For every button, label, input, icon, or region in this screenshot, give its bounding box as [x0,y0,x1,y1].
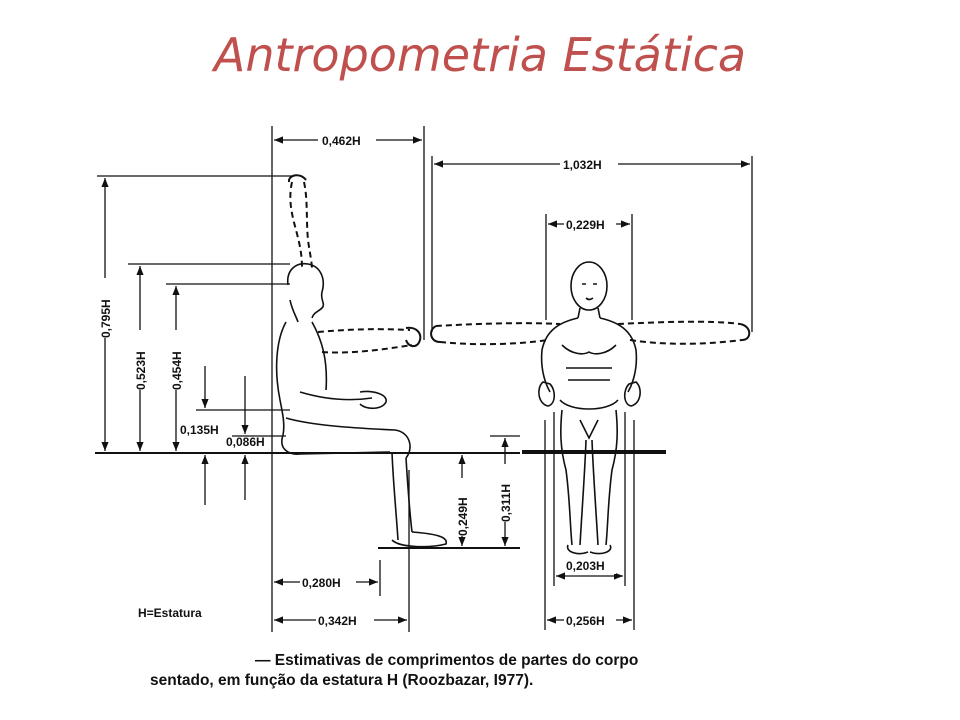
slide-title: Antropometria Estática [213,28,747,82]
dimension-labels: 0,462H 1,032H 0,229H 0,795H 0,523H 0,454… [98,132,618,628]
label-0523: 0,523H [134,351,148,390]
label-1032: 1,032H [563,158,602,172]
dimension-lines [97,126,753,632]
label-0462: 0,462H [322,134,361,148]
label-0086: 0,086H [226,435,265,449]
front-view-figure [430,261,751,555]
label-0249: 0,249H [456,497,470,536]
figure-caption: — Estimativas de comprimentos de partes … [150,651,770,691]
caption-line-1: — Estimativas de comprimentos de partes … [255,652,639,669]
label-0203: 0,203H [566,559,605,573]
caption-line-2: sentado, em função da estatura H (Roozba… [150,672,534,689]
label-0311: 0,311H [499,484,513,522]
label-0135: 0,135H [180,423,219,437]
label-0342: 0,342H [318,614,357,628]
legend-estatura: H=Estatura [138,606,202,620]
label-0256: 0,256H [566,614,605,628]
side-view-figure [95,174,520,549]
label-0454: 0,454H [170,351,184,390]
label-0229: 0,229H [566,218,605,232]
label-0795: 0,795H [99,299,113,338]
label-0280: 0,280H [302,576,341,590]
